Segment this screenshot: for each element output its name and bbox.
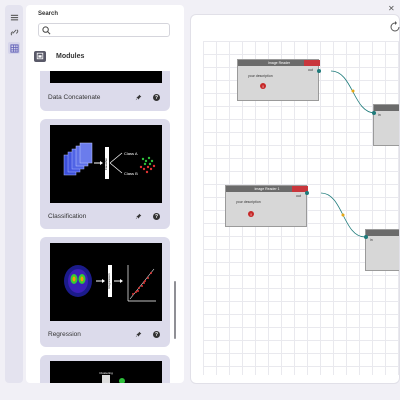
modules-header: Modules (34, 49, 84, 63)
node-description: your description (236, 200, 261, 204)
bottom-bar (0, 388, 400, 400)
modules-sidebar: Search Modules Data Concatenate ? (26, 5, 184, 383)
menu-icon[interactable] (8, 11, 20, 23)
canvas-grid[interactable]: Image Reader your description ! out in I… (203, 41, 399, 375)
sidebar-scrollbar[interactable] (174, 281, 176, 339)
link-icon[interactable] (8, 26, 20, 38)
workflow-node[interactable]: Image Reader 1 your description ! out (225, 185, 308, 227)
clustering-illustration: Clustering (99, 371, 125, 383)
module-card[interactable]: Regression Regression ? (40, 237, 170, 347)
output-port-label: out (296, 194, 301, 198)
search-box[interactable] (38, 23, 170, 37)
class-a-label: Class A (124, 151, 138, 156)
node-error-indicator (292, 186, 308, 192)
regression-illustration: Regression (64, 265, 156, 302)
pin-icon[interactable] (135, 213, 142, 220)
node-header: Image Reader 1 (226, 186, 308, 192)
module-card[interactable]: Classifier Class A Class B Classificatio… (40, 119, 170, 229)
module-card[interactable]: Data Concatenate ? (40, 71, 170, 111)
node-header: Image Reader (238, 60, 320, 66)
module-thumbnail (50, 71, 162, 83)
input-port-label: in (370, 238, 373, 242)
module-card-list: Data Concatenate ? Classi (26, 71, 184, 383)
workflow-node[interactable]: in (373, 104, 399, 146)
help-icon[interactable]: ? (153, 331, 160, 338)
search-label: Search (38, 11, 59, 17)
node-header (366, 230, 399, 236)
regression-label: Regression (107, 273, 111, 289)
workflow-node[interactable]: in (365, 229, 399, 271)
node-description: your description (248, 74, 273, 78)
help-icon[interactable]: ? (153, 94, 160, 101)
error-icon: ! (248, 211, 254, 217)
refresh-icon[interactable] (388, 20, 400, 34)
input-port[interactable] (364, 235, 368, 239)
workflow-canvas[interactable]: Image Reader your description ! out in I… (190, 14, 400, 384)
module-card-name: Regression (48, 331, 81, 338)
node-title: Image Reader (267, 61, 291, 65)
module-thumbnail: Regression (50, 243, 162, 321)
close-icon[interactable]: ✕ (388, 4, 395, 13)
module-thumbnail: Clustering (50, 361, 162, 383)
search-icon (42, 26, 51, 35)
module-card-name: Data Concatenate (48, 94, 101, 101)
class-b-label: Class B (124, 171, 138, 176)
module-thumbnail: Classifier Class A Class B (50, 125, 162, 203)
input-port[interactable] (372, 111, 376, 115)
search-input[interactable] (53, 25, 165, 35)
grid-icon[interactable] (8, 42, 20, 54)
output-port[interactable] (305, 191, 309, 195)
module-card-name: Classification (48, 213, 87, 220)
classification-illustration: Classifier Class A Class B (63, 142, 156, 179)
svg-text:Classifier: Classifier (104, 158, 108, 170)
pin-icon[interactable] (135, 94, 142, 101)
error-icon: ! (260, 83, 266, 89)
clustering-label: Clustering (99, 371, 113, 375)
pin-icon[interactable] (135, 331, 142, 338)
node-title: Image Reader 1 (254, 187, 280, 191)
input-port-label: in (378, 113, 381, 117)
node-header (374, 105, 399, 111)
workflow-node[interactable]: Image Reader your description ! out (237, 59, 320, 101)
output-port[interactable] (317, 69, 321, 73)
modules-title: Modules (56, 52, 85, 60)
module-card[interactable]: Clustering (40, 355, 170, 383)
node-error-indicator (304, 60, 320, 66)
help-icon[interactable]: ? (153, 213, 160, 220)
modules-icon (34, 50, 46, 62)
left-rail (5, 5, 23, 383)
output-port-label: out (308, 68, 313, 72)
edges-layer (320, 70, 376, 238)
